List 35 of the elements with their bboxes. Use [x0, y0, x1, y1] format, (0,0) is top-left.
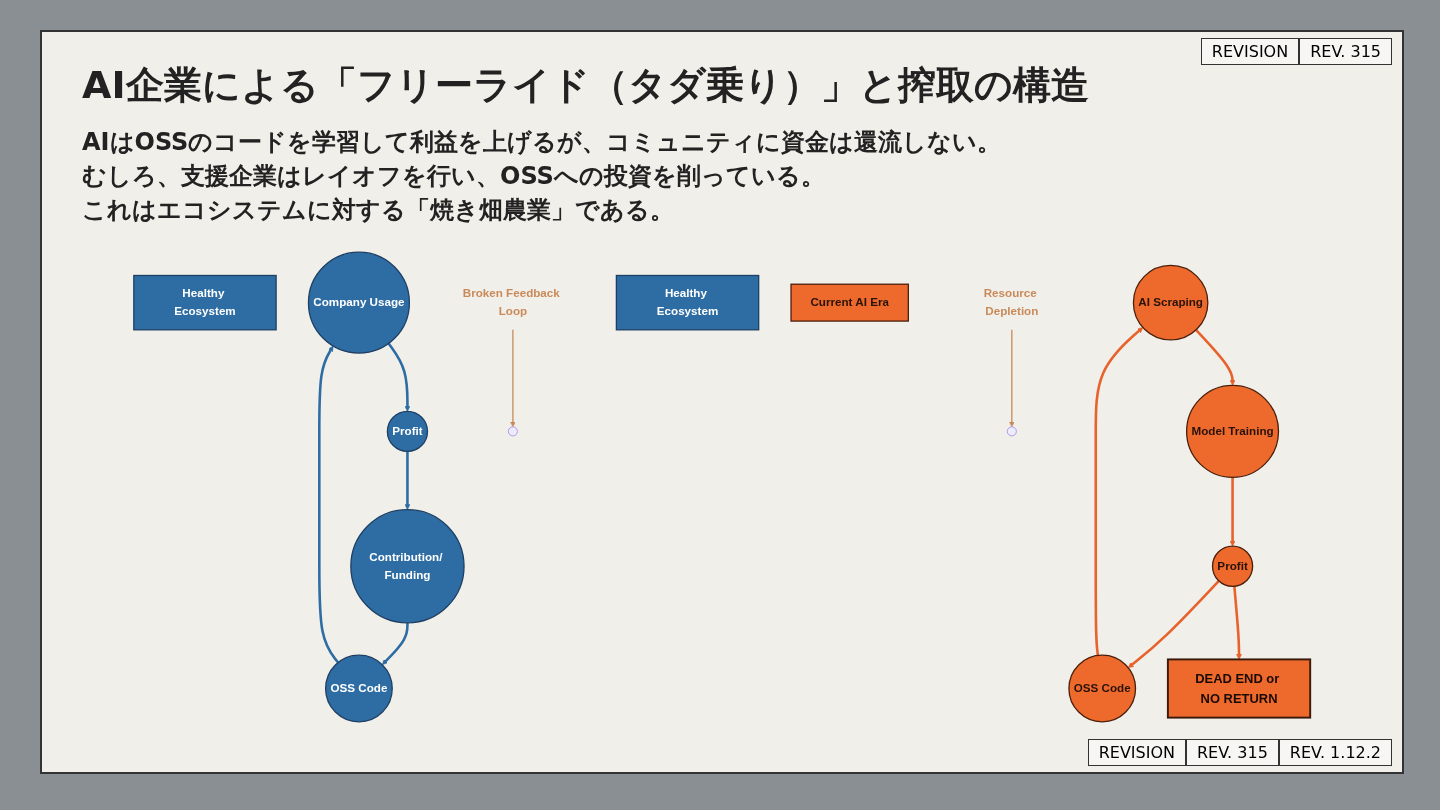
arrow	[1195, 329, 1236, 386]
title: AI企業による「フリーライド（タダ乗り）」と搾取の構造	[82, 62, 1089, 109]
arrow	[382, 622, 409, 665]
node-text: Resource Depletion	[983, 287, 1039, 318]
revision-label: REVISION	[1200, 38, 1300, 65]
arrow	[1094, 327, 1144, 656]
node-circle	[1186, 384, 1280, 478]
revision-label: REV. 1.12.2	[1278, 739, 1392, 766]
subtitle-text: むしろ、支援企業はレイオフを行い、OSSへの投資を削っている。	[82, 161, 826, 192]
node-box	[133, 274, 277, 331]
arrow	[1229, 477, 1236, 547]
subtitle-text: AIはOSSのコードを学習して利益を上げるが、コミュニティに資金は還流しない。	[82, 127, 1002, 158]
arrow	[1233, 586, 1242, 660]
node-circle	[324, 654, 393, 723]
node-box	[615, 274, 760, 331]
leader-arrow	[1009, 329, 1015, 428]
leader-arrow	[510, 329, 516, 428]
node-circle	[1132, 264, 1209, 341]
node-circle	[386, 410, 429, 453]
node-box	[790, 283, 909, 322]
revision-label: REV. 315	[1299, 38, 1392, 65]
arrow	[387, 342, 411, 412]
arrow	[1128, 579, 1220, 668]
node-circle	[1068, 654, 1137, 723]
arrow	[404, 451, 411, 510]
revision-label: REVISION	[1087, 739, 1186, 766]
node-circle	[307, 251, 411, 354]
slide-background: AI企業による「フリーライド（タダ乗り）」と搾取の構造 REVISION REV. 315 AIはOSSのコードを学習して利益を上げるが、コミュニティに資金は還流しない。 むしろ、支援企業はレイオフを行い、OSSへの投資を削っている。 これはエコシステムに対する「焼き畑農業」である。 Healthy Ecosystem Company Usage AI Scraping OSS Code Healthy Ecosystem Profit OSS Code Current AI Era Model Training DEAD END or NO RETURN Contribution/ Funding Profit Broken Feedback Loop Resource Depletion REVISION REV. 315 REV. 1.12.2	[40, 30, 1404, 774]
revision-label: REV. 315	[1186, 739, 1279, 766]
node-circle	[350, 509, 465, 624]
arrow	[318, 345, 340, 664]
node-circle	[1211, 545, 1254, 587]
node-text: Broken Feedback Loop	[462, 287, 560, 318]
subtitle-text: これはエコシステムに対する「焼き畑農業」である。	[82, 195, 675, 226]
node-box	[1166, 658, 1312, 719]
